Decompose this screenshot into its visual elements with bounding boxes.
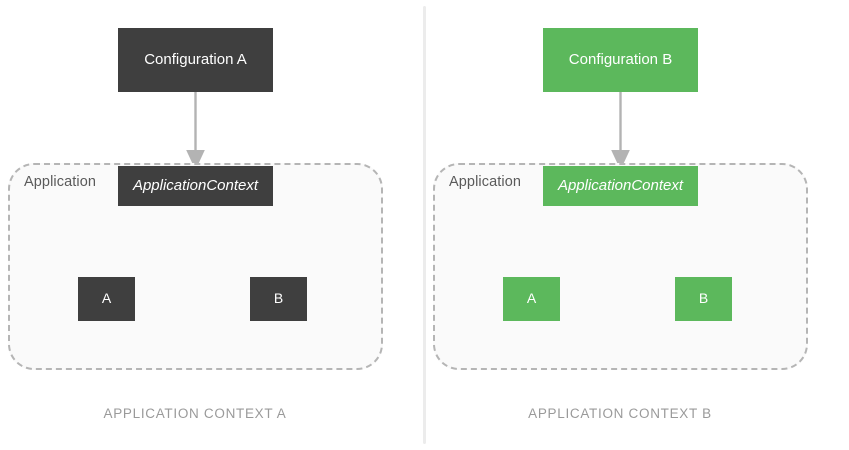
application-context-node-a[interactable]: ApplicationContext bbox=[118, 166, 273, 206]
application-container-label-a: Application bbox=[24, 174, 97, 190]
panel-application-context-a: Application Configuration A ApplicationC… bbox=[0, 0, 424, 450]
panel-application-context-b: Application Configuration B ApplicationC… bbox=[425, 0, 849, 450]
configuration-node-a[interactable]: Configuration A bbox=[118, 28, 273, 92]
panel-caption-b: APPLICATION CONTEXT B bbox=[528, 406, 712, 421]
bean-node-b-1[interactable]: A bbox=[503, 277, 560, 321]
bean-node-a-1[interactable]: A bbox=[78, 277, 135, 321]
bean-node-b-2[interactable]: B bbox=[675, 277, 732, 321]
bean-node-a-2[interactable]: B bbox=[250, 277, 307, 321]
configuration-node-b[interactable]: Configuration B bbox=[543, 28, 698, 92]
panel-caption-a: APPLICATION CONTEXT A bbox=[103, 406, 287, 421]
application-container-label-b: Application bbox=[449, 174, 522, 190]
application-context-node-b[interactable]: ApplicationContext bbox=[543, 166, 698, 206]
panel-divider bbox=[423, 6, 426, 444]
